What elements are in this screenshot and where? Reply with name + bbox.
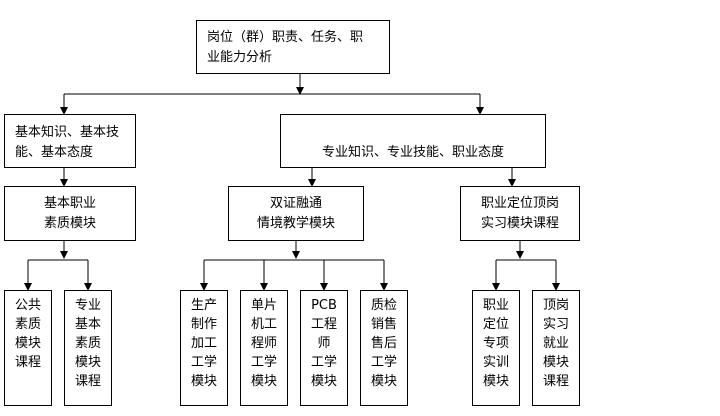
internship-module-box: 职业定位顶岗 实习模块课程 (460, 186, 580, 241)
leaf-text: 就业 (542, 336, 569, 351)
leaf-text: 工学 (250, 355, 277, 370)
leaf-text: 模块 (542, 355, 569, 370)
professional-requirements-text: 专业知识、专业技能、职业态度 (321, 145, 504, 160)
leaf-text: PCB (311, 298, 337, 313)
leaf-text: 制作 (190, 317, 217, 332)
leaf-production: 生产 制作 加工 工学 模块 (180, 290, 228, 406)
leaf-career-positioning: 职业 定位 专项 实训 模块 (472, 290, 520, 406)
leaf-text: 公共 (14, 298, 41, 313)
leaf-text: 师 (317, 336, 331, 351)
leaf-text: 模块 (310, 374, 337, 389)
leaf-public-quality: 公共 素质 模块 课程 (4, 290, 52, 406)
leaf-text: 模块 (370, 374, 397, 389)
leaf-text: 模块 (190, 374, 217, 389)
leaf-text: 基本 (74, 317, 101, 332)
leaf-text: 专业 (74, 298, 101, 313)
root-line2: 业能力分析 (207, 50, 273, 65)
leaf-text: 售后 (370, 336, 397, 351)
leaf-text: 加工 (190, 336, 217, 351)
leaf-text: 课程 (74, 374, 101, 389)
basic-requirements-line1: 基本知识、基本技 (15, 125, 120, 140)
dual-certificate-module-line1: 双证融通 (269, 196, 322, 211)
leaf-pcb-engineer: PCB 工程 师 工学 模块 (300, 290, 348, 406)
leaf-text: 素质 (74, 336, 101, 351)
leaf-text: 模块 (74, 355, 101, 370)
leaf-internship-employment: 顶岗 实习 就业 模块 课程 (532, 290, 580, 406)
leaf-text: 模块 (14, 336, 41, 351)
basic-quality-module-box: 基本职业 素质模块 (4, 186, 136, 241)
dual-certificate-module-line2: 情境教学模块 (256, 216, 335, 231)
basic-requirements-line2: 能、基本态度 (15, 145, 94, 160)
leaf-text: 定位 (482, 317, 509, 332)
internship-module-line2: 实习模块课程 (480, 216, 559, 231)
basic-requirements-box: 基本知识、基本技 能、基本态度 (4, 114, 136, 168)
leaf-text: 工学 (310, 355, 337, 370)
root-box: 岗位（群）职责、任务、职 业能力分析 (196, 20, 390, 74)
leaf-text: 模块 (482, 374, 509, 389)
leaf-text: 模块 (250, 374, 277, 389)
leaf-text: 生产 (190, 298, 217, 313)
leaf-text: 工学 (190, 355, 217, 370)
root-line1: 岗位（群）职责、任务、职 (207, 30, 364, 45)
leaf-quality-sales: 质检 销售 售后 工学 模块 (360, 290, 408, 406)
basic-quality-module-line2: 素质模块 (43, 216, 96, 231)
professional-requirements-box: 专业知识、专业技能、职业态度 (280, 114, 546, 168)
leaf-text: 实训 (482, 355, 509, 370)
dual-certificate-module-box: 双证融通 情境教学模块 (228, 186, 364, 241)
leaf-text: 课程 (542, 374, 569, 389)
leaf-text: 实习 (542, 317, 569, 332)
leaf-text: 课程 (14, 355, 41, 370)
leaf-text: 专项 (482, 336, 509, 351)
leaf-text: 质检 (370, 298, 397, 313)
leaf-text: 顶岗 (542, 298, 569, 313)
leaf-text: 程师 (250, 336, 277, 351)
internship-module-line1: 职业定位顶岗 (480, 196, 559, 211)
leaf-mcu-engineer: 单片 机工 程师 工学 模块 (240, 290, 288, 406)
leaf-text: 机工 (250, 317, 277, 332)
leaf-text: 销售 (370, 317, 397, 332)
leaf-text: 单片 (250, 298, 277, 313)
leaf-text: 素质 (14, 317, 41, 332)
leaf-text: 工学 (370, 355, 397, 370)
leaf-text: 职业 (482, 298, 509, 313)
leaf-professional-basic: 专业 基本 素质 模块 课程 (64, 290, 112, 406)
basic-quality-module-line1: 基本职业 (43, 196, 96, 211)
leaf-text: 工程 (310, 317, 337, 332)
